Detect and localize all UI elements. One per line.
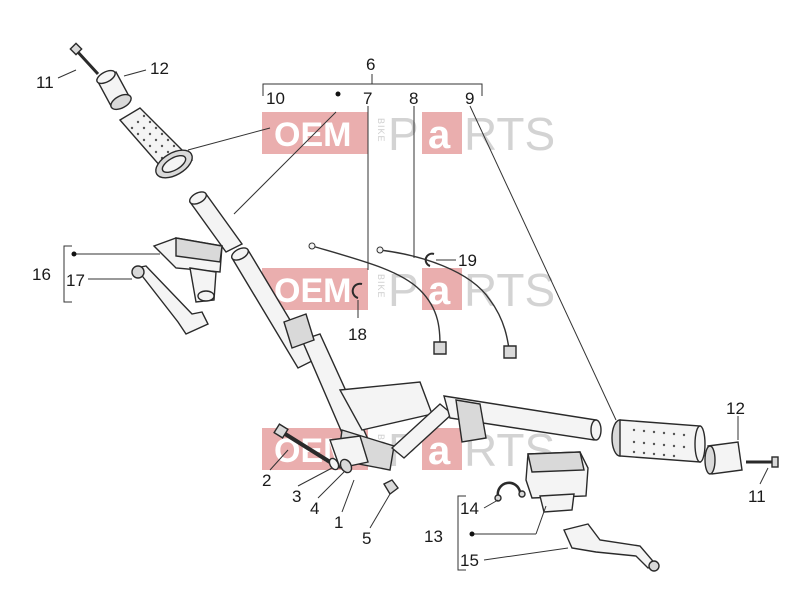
nut-5 <box>383 479 399 496</box>
watermark-a-text: a <box>428 113 451 157</box>
lever-right-15 <box>563 523 660 572</box>
watermark-top: OEM BIKE P a RTS <box>262 108 555 160</box>
label-13: 13 <box>424 527 443 546</box>
label-1: 1 <box>334 513 343 532</box>
leader-lines <box>57 69 769 571</box>
label-9: 9 <box>465 89 474 108</box>
grip-right <box>611 419 706 463</box>
cable-7 <box>308 242 447 355</box>
master-cylinder-left-16 <box>152 237 223 303</box>
grip-left <box>118 107 194 179</box>
washer-3 <box>328 457 340 471</box>
screw-left-11 <box>69 42 100 76</box>
label-4: 4 <box>310 499 319 518</box>
label-2: 2 <box>262 471 271 490</box>
watermark-a-text: a <box>428 269 451 313</box>
label-18: 18 <box>348 325 367 344</box>
label-10: 10 <box>266 89 285 108</box>
bar-end-right-12 <box>704 441 743 475</box>
label-7: 7 <box>363 89 372 108</box>
part-labels: 11 12 6 10 7 8 9 16 17 19 18 12 11 2 3 4… <box>32 55 766 570</box>
label-11-left: 11 <box>36 73 54 92</box>
label-14: 14 <box>460 499 479 518</box>
label-12-left: 12 <box>150 59 169 78</box>
clip-19 <box>424 252 435 267</box>
label-5: 5 <box>362 529 371 548</box>
label-11-right: 11 <box>748 487 766 506</box>
watermark-oem-text: OEM <box>274 272 351 310</box>
label-15: 15 <box>460 551 479 570</box>
master-cylinder-right-13 <box>525 451 589 513</box>
watermark-rts-text: RTS <box>464 264 555 316</box>
bushing-4 <box>339 458 353 474</box>
handlebar-tube <box>188 191 602 471</box>
label-19: 19 <box>458 251 477 270</box>
cable-8 <box>376 246 517 359</box>
bar-end-left-12 <box>96 69 132 111</box>
watermark-bike-text: BIKE <box>376 274 386 299</box>
label-17: 17 <box>66 271 85 290</box>
label-6: 6 <box>366 55 375 74</box>
label-3: 3 <box>292 487 301 506</box>
screw-right-11 <box>746 456 779 468</box>
label-8: 8 <box>409 89 418 108</box>
label-12-right: 12 <box>726 399 745 418</box>
clip-18 <box>351 282 363 299</box>
clamp-14 <box>494 481 526 502</box>
watermark-rts-text: RTS <box>464 108 555 160</box>
watermark-a-text: a <box>428 429 451 473</box>
lever-left-17 <box>131 265 209 335</box>
watermark-middle: OEM BIKE P a RTS <box>262 264 555 316</box>
bolt-2 <box>273 423 332 464</box>
watermark-bike-text: BIKE <box>376 118 386 143</box>
label-16: 16 <box>32 265 51 284</box>
